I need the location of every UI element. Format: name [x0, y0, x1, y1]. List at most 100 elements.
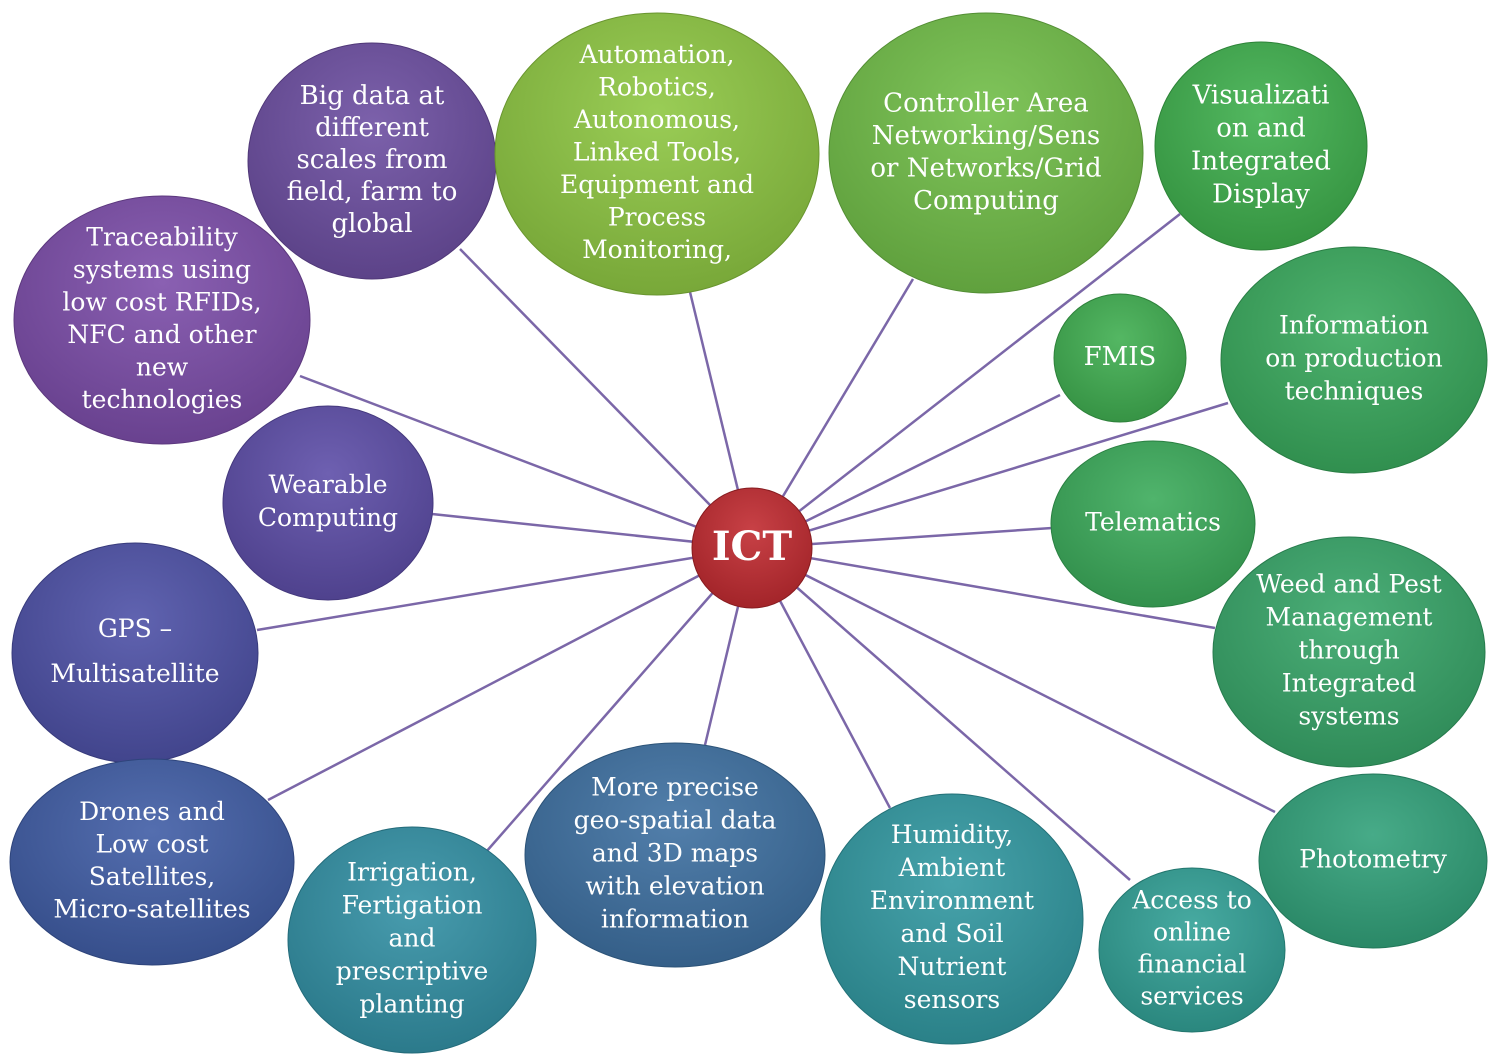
bubble-shape-controller-area: [828, 12, 1144, 294]
bubble-label-line: Weed and Pest: [1256, 570, 1442, 599]
bubble-label-line: Display: [1212, 180, 1310, 210]
bubble-information-production: Information on production techniques: [1220, 246, 1488, 474]
bubble-label-line: different: [315, 113, 429, 143]
bubble-label-line: Satellites,: [89, 862, 215, 891]
bubble-label-line: services: [1140, 982, 1243, 1011]
bubble-label-line: Autonomous,: [573, 105, 740, 134]
connector-visualization: [751, 213, 1181, 549]
bubble-label-line: sensors: [904, 985, 1000, 1014]
bubble-shape-traceability: [13, 195, 311, 445]
bubble-label-line: planting: [359, 990, 464, 1019]
bubble-gps: GPS – Multisatellite: [11, 542, 259, 764]
bubble-label-line: Photometry: [1299, 845, 1448, 874]
bubble-shape-geo-spatial: [524, 742, 826, 968]
bubble-label-line: on and: [1216, 114, 1306, 144]
bubble-label-line: Controller Area: [883, 88, 1089, 118]
bubble-label-line: field, farm to: [287, 177, 458, 207]
bubble-label-line: Big data at: [300, 81, 445, 111]
bubble-shape-wearable: [222, 405, 434, 601]
hub-label: ICT: [712, 523, 793, 570]
bubble-label-line: Robotics,: [598, 73, 716, 102]
hub: ICT: [691, 487, 813, 609]
bubble-shape-telematics: [1050, 440, 1256, 608]
bubble-telematics: Telematics: [1050, 440, 1256, 608]
bubble-irrigation: Irrigation,Fertigationandprescriptivepla…: [287, 826, 537, 1054]
connector-photometry: [751, 546, 1276, 814]
bubble-label-line: Humidity,: [891, 820, 1013, 849]
bubble-shape-gps: [11, 542, 259, 764]
connector-big-data: [459, 248, 753, 549]
bubble-label-line: Monitoring,: [582, 235, 732, 264]
bubble-label-line: Information: [1279, 311, 1429, 340]
bubble-label-line: Integrated: [1191, 147, 1331, 177]
bubble-label-line: financial: [1138, 950, 1247, 979]
bubble-label-line: Low cost: [96, 829, 209, 858]
bubble-label-line: GPS –: [98, 614, 172, 643]
bubble-shape-financial: [1098, 867, 1286, 1033]
bubble-label-line: Ambient: [898, 853, 1006, 882]
bubble-label-line: technologies: [82, 385, 243, 414]
bubble-label-line: Management: [1266, 603, 1433, 632]
bubble-label-line: systems: [1298, 702, 1399, 731]
bubble-shape-photometry: [1258, 773, 1488, 949]
bubble-label-line: Process: [608, 203, 706, 232]
bubble-label-line: systems using: [73, 255, 251, 284]
connector-financial: [751, 547, 1131, 881]
bubble-label-line: Irrigation,: [347, 858, 477, 887]
bubble-label-line: geo-spatial data: [574, 806, 777, 835]
hub-circle: [691, 487, 813, 609]
bubble-label-line: More precise: [591, 773, 759, 802]
bubble-label-line: Micro-satellites: [53, 894, 250, 923]
bubble-label-line: Visualizati: [1192, 81, 1330, 111]
bubble-shape-visualization: [1154, 41, 1368, 251]
bubble-label-line: Multisatellite: [50, 659, 219, 688]
bubble-shape-information-production: [1220, 246, 1488, 474]
bubble-label-line: Fertigation: [342, 891, 483, 920]
bubble-fmis: FMIS: [1053, 293, 1187, 423]
bubble-label-line: through: [1298, 636, 1399, 665]
bubble-shape-humidity: [820, 793, 1084, 1045]
bubble-label-line: new: [136, 352, 189, 381]
bubble-financial: Access to online financial services: [1098, 867, 1286, 1033]
bubble-label-line: Wearable: [268, 470, 387, 499]
bubble-label-line: NFC and other: [67, 320, 256, 349]
bubble-label-line: online: [1153, 918, 1231, 947]
bubble-shape-fmis: [1053, 293, 1187, 423]
bubble-label-line: Nutrient: [898, 952, 1007, 981]
bubble-label-line: Computing: [258, 503, 398, 532]
connector-information-production: [751, 401, 1229, 550]
bubble-label-line: Access to: [1131, 886, 1252, 915]
bubble-label-line: Automation,: [578, 40, 734, 69]
bubble-label-line: techniques: [1285, 377, 1424, 406]
connector-weed-pest: [751, 546, 1216, 630]
bubble-shape-drones: [9, 758, 295, 966]
bubble-label-line: or Networks/Grid: [870, 153, 1101, 183]
bubble-label-line: Telematics: [1085, 508, 1221, 537]
bubble-label-line: prescriptive: [336, 957, 489, 986]
bubble-label-line: Computing: [913, 186, 1059, 216]
bubble-label-line: information: [601, 905, 749, 934]
bubble-label-line: Integrated: [1282, 669, 1417, 698]
bubble-label-line: scales from: [296, 145, 447, 175]
bubble-label-line: Environment: [870, 886, 1034, 915]
bubble-label-line: on production: [1265, 344, 1442, 373]
bubble-shape-irrigation: [287, 826, 537, 1054]
bubble-label-line: FMIS: [1084, 342, 1157, 372]
bubble-label-line: and 3D maps: [592, 839, 758, 868]
bubble-shape-weed-pest: [1212, 536, 1486, 768]
connector-traceability: [299, 374, 753, 550]
bubble-automation: Automation,Robotics,Autonomous,Linked To…: [494, 12, 820, 296]
bubble-label-line: Drones and: [79, 797, 225, 826]
